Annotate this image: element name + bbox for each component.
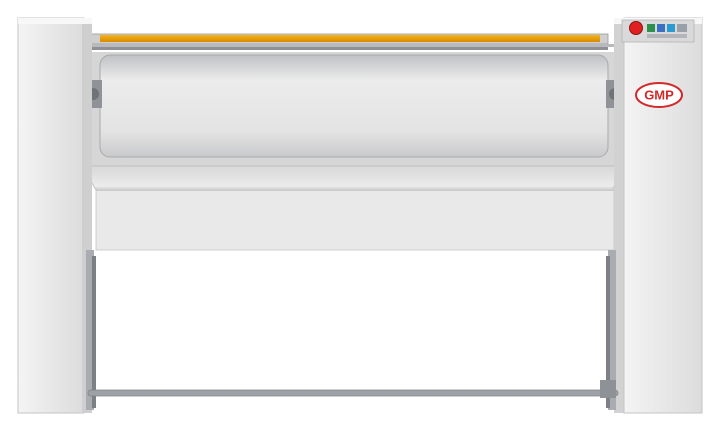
emergency-stop-button[interactable] (629, 21, 643, 35)
bottom-bar (87, 389, 619, 397)
right-inner-leg (608, 250, 616, 410)
control-strip (647, 34, 687, 38)
lower-frame (86, 250, 619, 410)
control-panel (621, 19, 695, 43)
right-side-frame (614, 17, 703, 414)
green-indicator (647, 24, 655, 32)
left-side-frame (17, 17, 92, 414)
gmp-logo: GMP (635, 82, 683, 108)
left-inner-leg (86, 250, 94, 410)
bottom-bracket (600, 380, 616, 398)
blue-indicator (657, 24, 665, 32)
ironing-roller (84, 54, 624, 158)
feed-tray (81, 165, 627, 251)
display-indicator (677, 24, 687, 32)
feed-bar (84, 33, 614, 50)
logo-text: GMP (644, 88, 674, 103)
cyan-indicator (667, 24, 675, 32)
